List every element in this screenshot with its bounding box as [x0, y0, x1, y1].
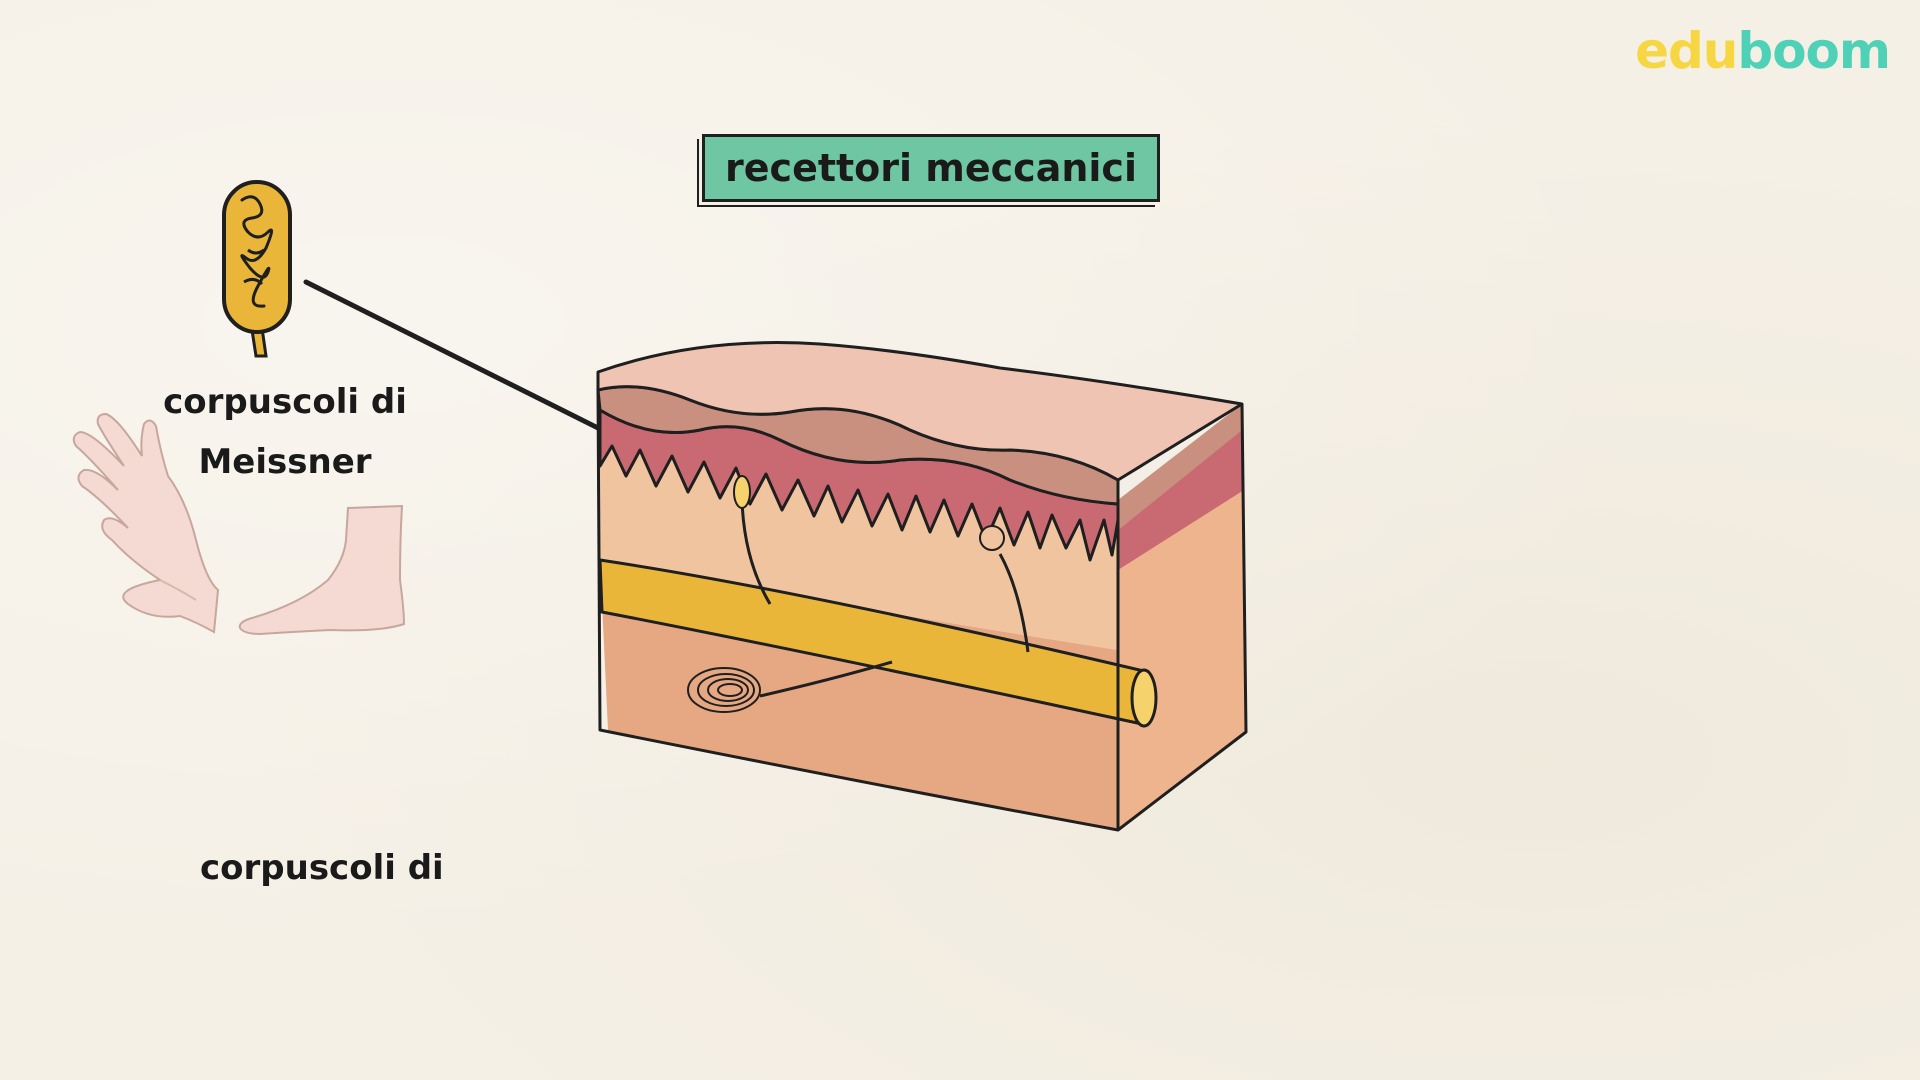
meissner-corpuscle-icon [222, 180, 292, 358]
logo-part-boom: boom [1737, 22, 1891, 80]
second-receptor-label: corpuscoli di [200, 848, 444, 888]
eduboom-logo: eduboom [1635, 22, 1891, 80]
logo-part-edu: edu [1635, 22, 1738, 80]
meissner-label-line2: Meissner [198, 442, 372, 482]
meissner-label-line1: corpuscoli di [163, 382, 407, 422]
foot-icon [238, 504, 406, 636]
hand-icon [72, 412, 220, 634]
meissner-label: corpuscoli di Meissner [130, 372, 440, 492]
pacinian-corpuscle [687, 667, 761, 713]
skin-cross-section [596, 341, 1248, 832]
title-box: recettori meccanici [702, 134, 1160, 202]
page-title: recettori meccanici [725, 146, 1137, 190]
